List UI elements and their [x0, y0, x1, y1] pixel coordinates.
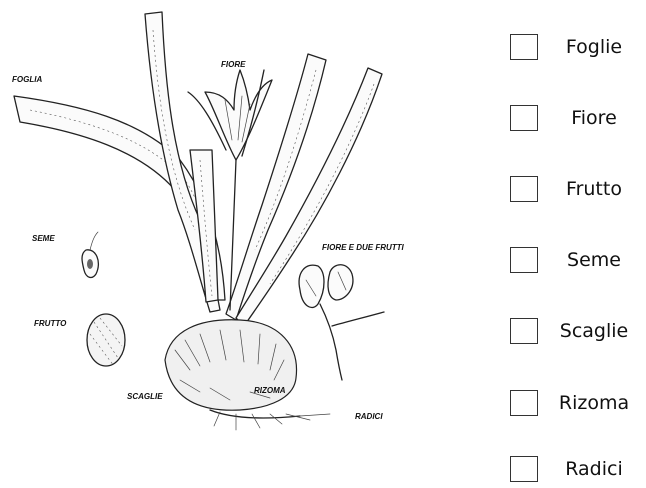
- scales-rhizome-drawing: [165, 320, 300, 418]
- plant-diagram: FOGLIA FIORE SEME FRUTTO FIORE E DUE FRU…: [0, 0, 470, 488]
- checkbox-fiore[interactable]: [510, 105, 538, 131]
- label-radici: RADICI: [355, 412, 383, 421]
- label-foglia: FOGLIA: [12, 75, 42, 84]
- label-fiore-frutti: FIORE E DUE FRUTTI: [322, 243, 405, 252]
- checkbox-frutto[interactable]: [510, 176, 538, 202]
- check-label-rizoma: Rizoma: [538, 392, 646, 414]
- flower-fruits-drawing: [299, 265, 384, 380]
- label-seme: SEME: [32, 234, 55, 243]
- label-scaglie: SCAGLIE: [127, 392, 163, 401]
- check-label-scaglie: Scaglie: [538, 320, 646, 342]
- seed-drawing: [82, 232, 98, 277]
- leaf-left: [14, 96, 225, 300]
- check-item-rizoma[interactable]: Rizoma: [510, 388, 646, 418]
- checkbox-radici[interactable]: [510, 456, 538, 482]
- fruit-drawing: [87, 314, 125, 366]
- check-item-scaglie[interactable]: Scaglie: [510, 316, 646, 346]
- roots-drawing: [214, 412, 330, 430]
- check-item-foglie[interactable]: Foglie: [510, 32, 646, 62]
- check-label-frutto: Frutto: [538, 178, 646, 200]
- check-label-radici: Radici: [538, 458, 646, 480]
- checkbox-foglie[interactable]: [510, 34, 538, 60]
- checkbox-rizoma[interactable]: [510, 390, 538, 416]
- check-item-fiore[interactable]: Fiore: [510, 103, 646, 133]
- checkbox-seme[interactable]: [510, 247, 538, 273]
- parts-checklist: Foglie Fiore Frutto Seme Scaglie Rizoma …: [510, 0, 646, 488]
- check-label-seme: Seme: [538, 249, 646, 271]
- label-fiore: FIORE: [221, 60, 246, 69]
- label-rizoma: RIZOMA: [254, 386, 286, 395]
- check-item-radici[interactable]: Radici: [510, 454, 646, 484]
- checkbox-scaglie[interactable]: [510, 318, 538, 344]
- check-label-fiore: Fiore: [538, 107, 646, 129]
- check-item-frutto[interactable]: Frutto: [510, 174, 646, 204]
- check-item-seme[interactable]: Seme: [510, 245, 646, 275]
- check-label-foglie: Foglie: [538, 36, 646, 58]
- label-frutto: FRUTTO: [34, 319, 67, 328]
